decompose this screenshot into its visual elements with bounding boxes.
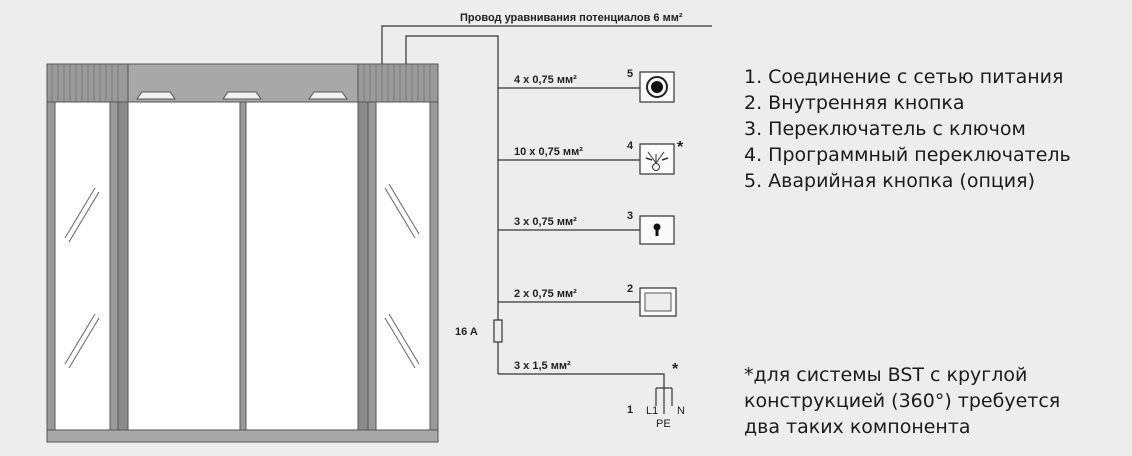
asterisk-power: * xyxy=(672,361,679,378)
sensor-light-center xyxy=(222,91,262,100)
wiring xyxy=(381,25,712,414)
component-number-2: 2 xyxy=(627,283,633,295)
program-switch-4 xyxy=(639,143,675,175)
side-panel-right xyxy=(375,101,431,431)
key-switch-3 xyxy=(639,215,675,245)
legend: 1. Соединение с сетью питания 2. Внутрен… xyxy=(744,64,1071,194)
sensor-light-right xyxy=(308,91,348,100)
footnote-line-1: *для системы BST с круглой xyxy=(744,364,1028,386)
legend-item-5: 5. Аварийная кнопка (опция) xyxy=(744,170,1035,192)
inner-button-2 xyxy=(639,287,677,317)
sliding-door-right xyxy=(245,101,359,431)
legend-item-3: 3. Переключатель с ключом xyxy=(744,118,1026,140)
sliding-door-left xyxy=(127,101,241,431)
sensor-light-left xyxy=(136,91,176,100)
fuse-label: 16 A xyxy=(455,326,478,338)
emergency-button-5 xyxy=(639,71,675,103)
legend-item-4: 4. Программный переключатель xyxy=(744,144,1071,166)
side-panel-left xyxy=(54,101,111,431)
glass-reflections xyxy=(64,183,420,369)
legend-item-2: 2. Внутренняя кнопка xyxy=(744,92,965,114)
ground-wire-label: Провод уравнивания потенциалов 6 мм² xyxy=(460,12,683,24)
wire-label-4: 10 x 0,75 мм² xyxy=(514,146,583,158)
terminal-pe: PE xyxy=(656,418,671,430)
wire-label-2: 2 x 0,75 мм² xyxy=(514,288,577,300)
header-ribs-right xyxy=(363,64,431,102)
door-assembly xyxy=(46,63,439,443)
component-number-5: 5 xyxy=(627,68,633,80)
footnote: *для системы BST с круглой конструкцией … xyxy=(744,362,1124,440)
footnote-line-3: два таких компонента xyxy=(744,416,971,438)
terminal-n: N xyxy=(677,405,685,417)
wire-label-5: 4 x 0,75 мм² xyxy=(514,74,577,86)
terminal-l1: L1 xyxy=(646,405,658,417)
wire-label-1: 3 x 1,5 мм² xyxy=(514,360,571,372)
asterisk-component-4: * xyxy=(677,139,684,156)
footnote-line-2: конструкцией (360°) требуется xyxy=(744,390,1061,412)
fuse xyxy=(493,319,503,343)
legend-item-1: 1. Соединение с сетью питания xyxy=(744,66,1064,88)
component-number-1: 1 xyxy=(627,404,633,416)
wire-label-3: 3 x 0,75 мм² xyxy=(514,216,577,228)
component-number-3: 3 xyxy=(627,210,633,222)
component-number-4: 4 xyxy=(627,140,634,152)
header-ribs-left xyxy=(51,64,119,102)
